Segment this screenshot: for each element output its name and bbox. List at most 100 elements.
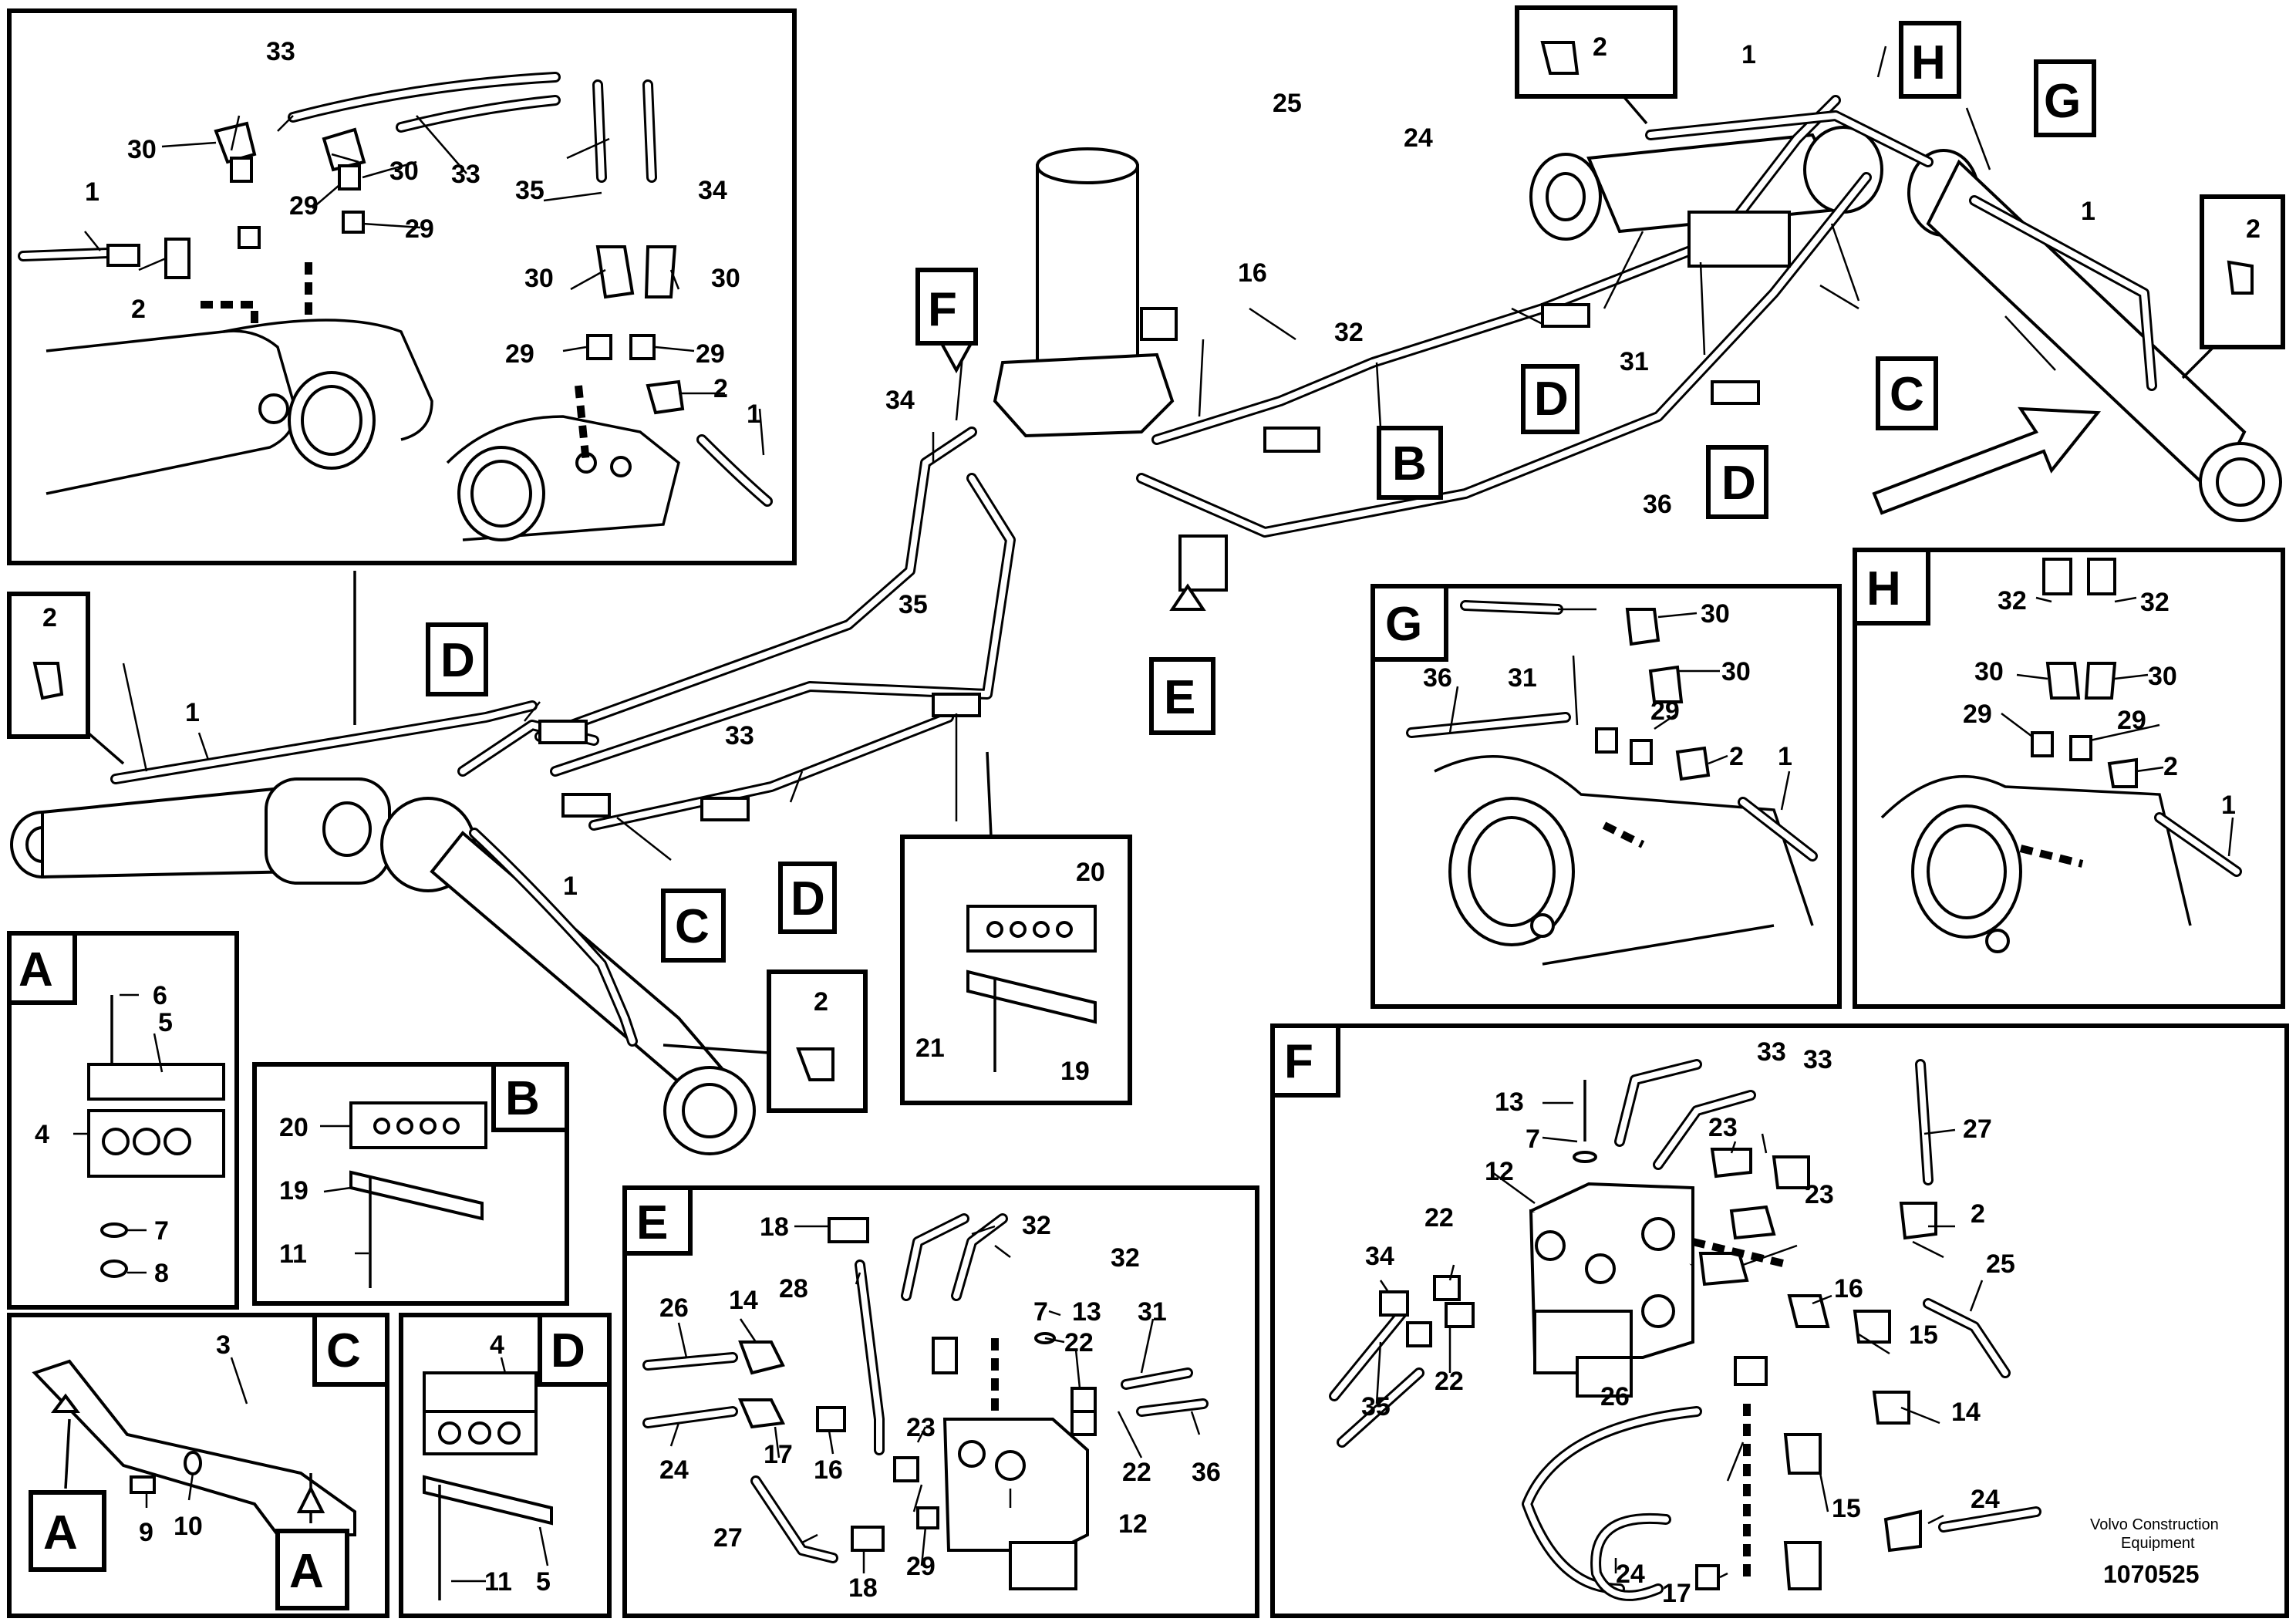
label-32-main: 32 [1334,318,1364,347]
detail-C-label: C [326,1324,361,1378]
label-33-tl1: 33 [266,37,295,66]
label-23-F1: 23 [1708,1113,1738,1142]
label-19-B: 19 [279,1176,308,1206]
label-33-main: 33 [725,721,754,750]
label-24-E: 24 [659,1455,689,1485]
label-25-F: 25 [1986,1249,2015,1279]
part-labels: 33 30 30 33 29 29 1 2 35 34 30 30 29 29 … [35,32,2261,1608]
label-30-G1: 30 [1701,599,1730,629]
label-27-F: 27 [1963,1114,1992,1144]
label-21-clamp: 21 [915,1034,945,1063]
callout-B: B [1392,437,1427,491]
label-5-A: 5 [158,1008,173,1037]
label-14-F: 14 [1951,1398,1981,1427]
callout-H: H [1911,36,1946,89]
label-29-E: 29 [906,1552,936,1581]
label-20-clamp: 20 [1076,858,1105,887]
label-1-G: 1 [1778,742,1792,771]
detail-H: H [1853,548,2285,1009]
label-33-F1: 33 [1757,1037,1786,1067]
label-18-E1: 18 [760,1212,789,1242]
drawing-caption: Volvo Construction Equipment 1070525 [2090,1516,2219,1588]
label-22-F1: 22 [1424,1203,1454,1233]
main-callouts: F H G B D C D E D C D [426,21,2096,963]
callout-F: F [928,283,957,336]
label-19-clamp: 19 [1060,1057,1090,1086]
label-35-F: 35 [1361,1392,1391,1421]
label-1-tl2: 1 [747,400,761,429]
detail-B-label: B [505,1072,540,1125]
detail-C: C A A [7,1313,389,1618]
label-2-topright: 2 [1593,32,1607,62]
label-35-tl: 35 [515,176,544,205]
label-33-F2: 33 [1803,1045,1832,1074]
label-28-E: 28 [779,1274,808,1303]
label-1-topright: 1 [1741,40,1756,69]
label-30-G2: 30 [1721,657,1751,686]
caption-line-2: Equipment [2121,1535,2195,1552]
callout-E: E [1164,671,1195,724]
label-10-C: 10 [174,1512,203,1541]
label-2-F: 2 [1971,1199,1985,1229]
label-30-H2: 30 [2148,662,2177,691]
label-7-A: 7 [154,1216,169,1246]
callout-G: G [2044,75,2081,128]
label-23-F2: 23 [1805,1180,1834,1209]
label-3-C: 3 [216,1330,231,1360]
label-7-F: 7 [1526,1125,1540,1154]
label-9-C: 9 [139,1518,153,1547]
label-2-left-inset: 2 [42,603,57,632]
drawing-number: 1070525 [2103,1560,2200,1588]
label-14-E: 14 [729,1286,758,1315]
label-33-tl2: 33 [451,160,480,189]
label-4-D: 4 [490,1330,504,1360]
label-22-E1: 22 [1064,1328,1094,1357]
detail-D-label: D [551,1324,585,1378]
label-30-H1: 30 [1974,657,2004,686]
detail-F: F [1270,1023,2289,1618]
label-29-tl4: 29 [696,339,725,369]
callout-C2: C [675,900,710,953]
label-1-tl: 1 [85,177,99,207]
label-12-F: 12 [1485,1157,1514,1186]
label-29-tl3: 29 [505,339,534,369]
label-17-F: 17 [1662,1579,1691,1608]
label-1-H: 1 [2221,791,2236,820]
detail-E-label: E [636,1196,668,1249]
label-30-tl4: 30 [711,264,740,293]
label-17-E: 17 [764,1440,793,1469]
label-29-H2: 29 [2117,706,2146,735]
caption-line-1: Volvo Construction [2090,1516,2219,1533]
label-22-E2: 22 [1122,1458,1151,1487]
label-11-B: 11 [279,1239,307,1269]
label-30-tl1: 30 [127,135,157,164]
label-8-A: 8 [154,1259,169,1288]
detail-A: A [7,931,239,1310]
label-35-main: 35 [899,590,928,619]
label-32-H2: 32 [2140,588,2170,617]
label-2-tl1: 2 [131,295,146,324]
label-15-F1: 15 [1909,1320,1938,1350]
label-16-F: 16 [1834,1274,1863,1303]
label-2-right-inset: 2 [2246,214,2261,244]
label-13-F: 13 [1495,1088,1524,1117]
detail-F-label: F [1284,1035,1313,1088]
callout-D2: D [1721,457,1756,510]
label-36-G: 36 [1423,663,1452,693]
detail-B: B [252,1062,569,1306]
detail-G-label: G [1385,598,1422,651]
label-5-D: 5 [536,1567,551,1597]
label-34-F: 34 [1365,1242,1394,1271]
detail-A-label: A [19,943,53,996]
label-25-top: 25 [1273,89,1302,118]
detail-D: D [399,1313,612,1618]
label-26-E: 26 [659,1293,689,1323]
callout-D3: D [440,634,475,687]
callout-D1: D [1534,373,1569,426]
label-24-F1: 24 [1971,1485,2000,1514]
label-22-F2: 22 [1435,1367,1464,1396]
label-2-elbow-inset: 2 [814,987,828,1017]
label-13-E: 13 [1072,1297,1101,1327]
elbow-insets [7,5,2285,1113]
